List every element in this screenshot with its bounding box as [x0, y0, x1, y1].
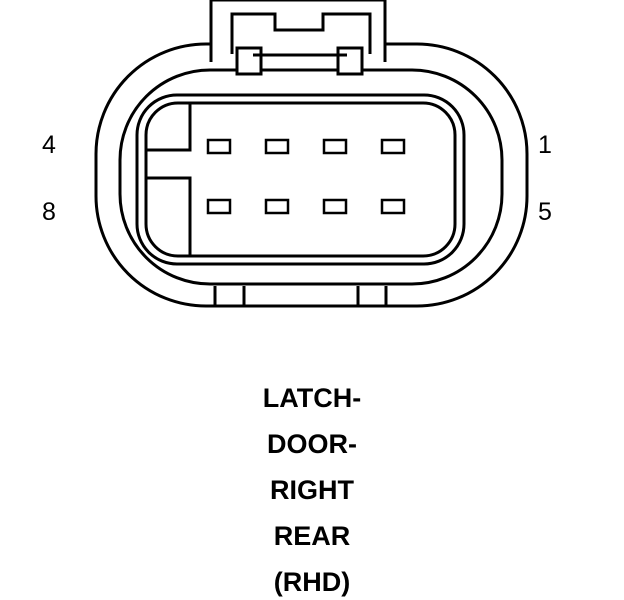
pin-grid: [206, 138, 406, 215]
key-line-upper: [147, 103, 192, 152]
connector-inner-shell: [118, 68, 504, 286]
pin-cavity: [380, 198, 406, 215]
pin-cavity: [206, 198, 232, 215]
caption-line-3: RIGHT: [270, 475, 354, 505]
caption-line-5: (RHD): [273, 567, 351, 597]
caption-line-4: REAR: [273, 521, 351, 551]
pin-label-bottom-left: 8: [42, 198, 56, 226]
pin-cavity: [264, 138, 290, 155]
pin-cavity: [322, 198, 348, 215]
caption-line-1: LATCH-: [262, 383, 362, 413]
pin-label-top-left: 4: [42, 131, 56, 159]
pin-label-top-right: 1: [538, 131, 552, 159]
pin-cavity: [206, 138, 232, 155]
pin-label-bottom-right: 5: [538, 198, 552, 226]
caption-line-2: DOOR-: [267, 429, 357, 459]
pin-cavity-outer: [135, 93, 466, 266]
pin-cavity: [322, 138, 348, 155]
key-line-lower: [147, 176, 192, 255]
pin-cavity: [380, 138, 406, 155]
pin-cavity-inner: [144, 101, 457, 258]
locking-tab: [209, 0, 387, 76]
bottom-ribs: [213, 286, 388, 305]
pin-cavity: [264, 198, 290, 215]
